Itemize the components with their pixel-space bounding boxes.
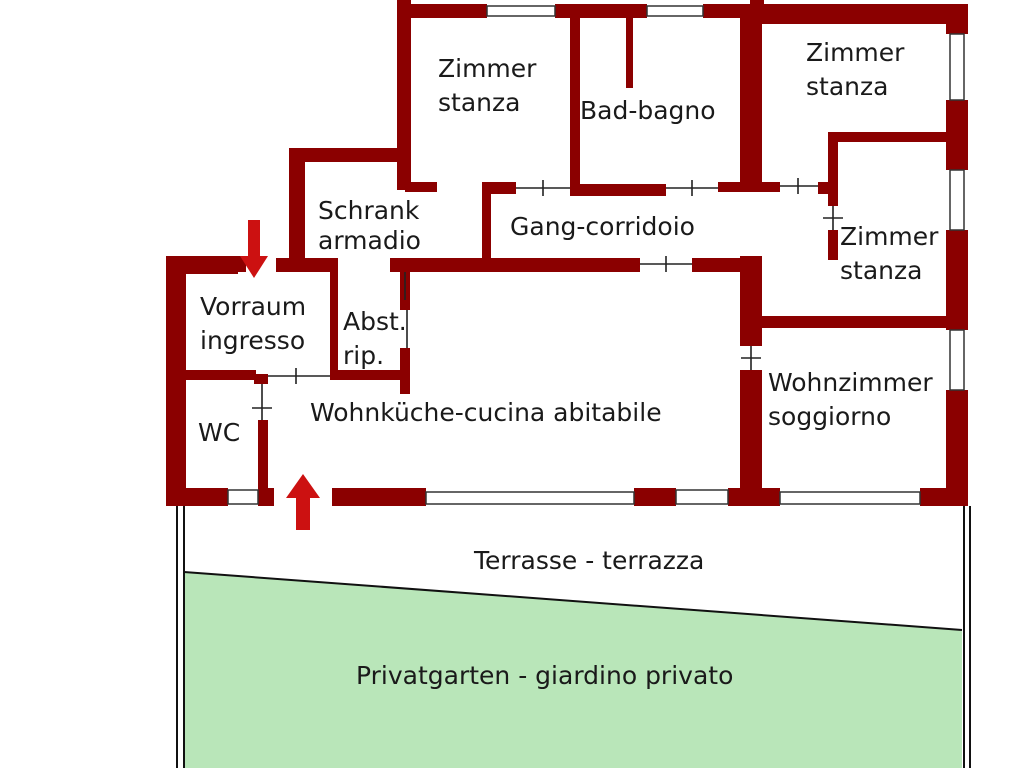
room-label-bad: Bad-bagno bbox=[580, 96, 716, 125]
room-label-wohnkueche: Wohnküche-cucina abitabile bbox=[310, 398, 662, 427]
room-label-gang: Gang-corridoio bbox=[510, 212, 695, 241]
entrance-arrow-down-icon bbox=[240, 220, 268, 278]
entrance-arrow-up-icon bbox=[286, 474, 320, 530]
area-label-garten: Privatgarten - giardino privato bbox=[356, 661, 734, 690]
room-label-wc: WC bbox=[198, 418, 241, 447]
area-label-terrasse: Terrasse - terrazza bbox=[474, 546, 705, 575]
terrace-boundary bbox=[176, 506, 971, 768]
room-label-abst: Abst.rip. bbox=[343, 307, 407, 370]
door-markers bbox=[252, 178, 843, 420]
garden-area bbox=[184, 572, 962, 768]
walls bbox=[166, 0, 968, 506]
windows bbox=[227, 5, 965, 505]
